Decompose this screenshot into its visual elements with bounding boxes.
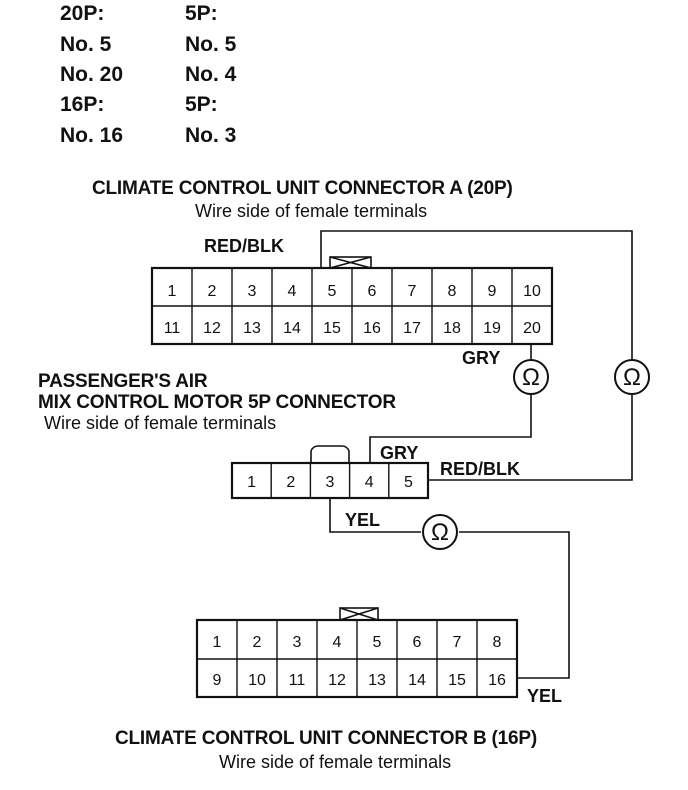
wire-label-gry: GRY — [380, 443, 419, 463]
pin-table-cell: No. 16 — [60, 124, 124, 147]
wire-label-red-blk: RED/BLK — [204, 236, 284, 256]
terminal-number: 12 — [203, 320, 221, 337]
motor-connector-title-line1: PASSENGER'S AIR — [38, 371, 208, 392]
terminal-number: 14 — [408, 672, 426, 689]
wire-label-gry: GRY — [462, 348, 501, 368]
wire-label-yel: YEL — [527, 686, 563, 706]
terminal-number: 16 — [363, 320, 381, 337]
ohmmeter-icon — [614, 359, 650, 395]
connector-b-subtitle: Wire side of female terminals — [219, 752, 452, 772]
wire-yel — [459, 531, 570, 679]
pin-table-cell: No. 3 — [185, 124, 237, 147]
terminal-number: 15 — [323, 320, 341, 337]
pin-table-cell: 5P: — [185, 2, 218, 25]
terminal-number: 1 — [247, 474, 256, 491]
terminal-number: 13 — [243, 320, 261, 337]
terminal-number: 3 — [248, 283, 257, 300]
terminal-number: 15 — [448, 672, 466, 689]
terminal-number: 20 — [523, 320, 541, 337]
terminal-number: 6 — [413, 634, 422, 651]
terminal-number: 3 — [293, 634, 302, 651]
terminal-number: 4 — [288, 283, 297, 300]
terminal-number: 8 — [493, 634, 502, 651]
motor-connector-title-line2: MIX CONTROL MOTOR 5P CONNECTOR — [38, 392, 396, 413]
pin-table-cell: No. 20 — [60, 63, 124, 86]
terminal-number: 12 — [328, 672, 346, 689]
connector-a-subtitle: Wire side of female terminals — [195, 201, 428, 221]
wire-yel — [329, 498, 421, 533]
pin-table-cell: 20P: — [60, 2, 105, 25]
terminal-number: 2 — [286, 474, 295, 491]
terminal-number: 11 — [164, 320, 181, 337]
terminal-number: 7 — [453, 634, 462, 651]
terminal-number: 9 — [213, 672, 222, 689]
terminal-number: 1 — [213, 634, 222, 651]
terminal-number: 7 — [408, 283, 417, 300]
terminal-number: 11 — [289, 672, 306, 689]
pin-table-cell: No. 4 — [185, 63, 237, 86]
terminal-number: 10 — [523, 283, 541, 300]
terminal-number: 16 — [488, 672, 506, 689]
terminal-number: 1 — [168, 283, 177, 300]
terminal-number: 5 — [404, 474, 413, 491]
ohm-symbol: Ω — [522, 364, 540, 391]
wire-label-yel: YEL — [345, 510, 381, 530]
connector-a-title: CLIMATE CONTROL UNIT CONNECTOR A (20P) — [92, 178, 513, 199]
terminal-number: 4 — [365, 474, 374, 491]
wire-gry — [369, 394, 532, 463]
ohm-symbol: Ω — [431, 519, 449, 546]
terminal-number: 9 — [488, 283, 497, 300]
terminal-number: 3 — [326, 474, 335, 491]
connector-b-title: CLIMATE CONTROL UNIT CONNECTOR B (16P) — [115, 728, 538, 749]
terminal-number: 2 — [208, 283, 217, 300]
connector-a-latch — [329, 256, 372, 269]
motor-connector-latch — [310, 445, 350, 463]
terminal-number: 14 — [283, 320, 301, 337]
pin-table-cell: No. 5 — [185, 33, 237, 56]
ohmmeter-icon — [422, 514, 458, 550]
terminal-number: 5 — [373, 634, 382, 651]
pin-table-cell: No. 5 — [60, 33, 112, 56]
ohmmeter-icon — [513, 359, 549, 395]
ohm-symbol: Ω — [623, 364, 641, 391]
terminal-number: 2 — [253, 634, 262, 651]
wire-red-blk — [320, 230, 633, 360]
terminal-number: 4 — [333, 634, 342, 651]
connector-b-latch — [339, 607, 379, 621]
terminal-number: 17 — [403, 320, 421, 337]
terminal-number: 10 — [248, 672, 266, 689]
terminal-number: 13 — [368, 672, 386, 689]
terminal-number: 18 — [443, 320, 461, 337]
terminal-number: 19 — [483, 320, 501, 337]
wire-label-red-blk: RED/BLK — [440, 459, 520, 479]
motor-connector-subtitle: Wire side of female terminals — [44, 413, 277, 433]
terminal-number: 6 — [368, 283, 377, 300]
pin-table-cell: 5P: — [185, 93, 218, 116]
terminal-number: 5 — [328, 283, 337, 300]
terminal-number: 8 — [448, 283, 457, 300]
wire-red-blk — [428, 394, 633, 481]
pin-table-cell: 16P: — [60, 93, 105, 116]
